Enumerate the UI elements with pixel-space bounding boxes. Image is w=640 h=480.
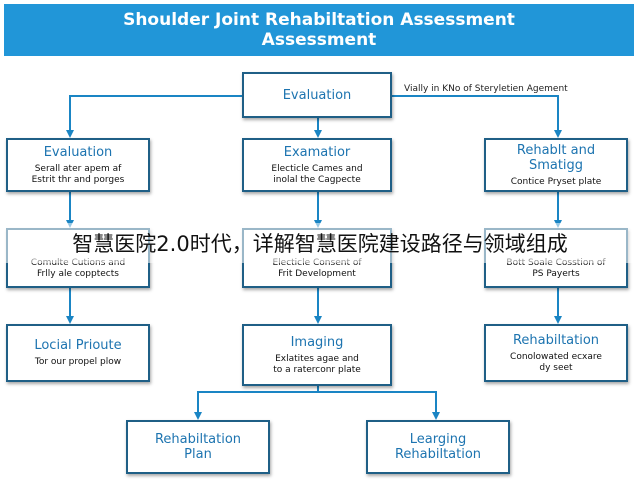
node-subtitle: to a raterconr plate <box>273 364 361 375</box>
node-subtitle: Serall ater apem af <box>34 163 122 174</box>
node-subtitle: Frit Development <box>278 269 356 279</box>
node-subtitle: Frlly ale copptects <box>37 269 119 279</box>
arrow-mid3-to-bottomright <box>318 391 440 420</box>
node-title: Evaluation <box>282 87 352 103</box>
node-title: Rehabiltation <box>512 332 600 348</box>
node-examination: Examatior Electicle Cames and inolal the… <box>242 138 392 192</box>
header-title-line1: Shoulder Joint Rehabiltation Assessment <box>123 10 515 30</box>
node-subtitle: dy seet <box>539 362 573 373</box>
node-title: Learging <box>409 432 467 447</box>
annotation-note: Vially in KNo of Steryletien Agement <box>404 84 568 94</box>
node-subtitle: Estrit thr and porges <box>31 174 125 185</box>
node-subtitle: Electicle Consent of <box>272 258 362 268</box>
node-title-line2: Plan <box>184 447 212 462</box>
node-subtitle: Conolowated ecxare <box>510 351 602 362</box>
overlay-caption: 智慧医院2.0时代，详解智慧医院建设路径与领域组成 <box>0 223 640 263</box>
node-local-priority: Locial Prioute Tor our propel plow <box>6 324 150 382</box>
arrow-mid3-to-bottomleft <box>194 386 319 420</box>
node-subtitle: Tor our propel plow <box>34 357 122 367</box>
header-title-line2: Assessment <box>261 30 377 50</box>
node-subtitle: Contice Pryset plate <box>510 176 602 187</box>
arrow-top-to-left1 <box>66 95 242 138</box>
node-title: Rehabiltation <box>154 432 242 447</box>
node-title: Imaging <box>290 334 344 350</box>
node-title-line2: Rehabiltation <box>394 447 482 462</box>
node-subtitle: Electicle Cames and <box>271 163 363 174</box>
node-learning-rehab: Learging Rehabiltation <box>366 420 510 474</box>
node-title: Examatior <box>283 144 351 160</box>
node-imaging: Imaging Exlatites agae and to a ratercon… <box>242 324 392 386</box>
node-evaluation-top: Evaluation <box>242 72 392 118</box>
node-title: Locial Prioute <box>34 338 122 353</box>
node-evaluation-left: Evaluation Serall ater apem af Estrit th… <box>6 138 150 192</box>
node-rehab-plan: Rehabiltation Plan <box>126 420 270 474</box>
node-title: Rehablt and <box>516 142 596 158</box>
node-subtitle: PS Payerts <box>532 269 580 279</box>
node-subtitle: Comulte Cutions and <box>30 258 126 268</box>
node-rehabilitation-right: Rehabiltation Conolowated ecxare dy seet <box>484 324 628 382</box>
header-banner: Shoulder Joint Rehabiltation Assessment … <box>4 4 634 56</box>
node-title: Evaluation <box>43 144 113 160</box>
arrow-top-to-right1 <box>392 95 562 138</box>
node-subtitle: inolal the Cagpecte <box>273 174 361 185</box>
node-subtitle: Bott Soale Cosstion of <box>506 258 606 268</box>
node-subtitle: Exlatites agae and <box>275 353 359 364</box>
node-title-line2: Smatigg <box>528 157 584 173</box>
node-rehab-strategy: Rehablt and Smatigg Contice Pryset plate <box>484 138 628 192</box>
